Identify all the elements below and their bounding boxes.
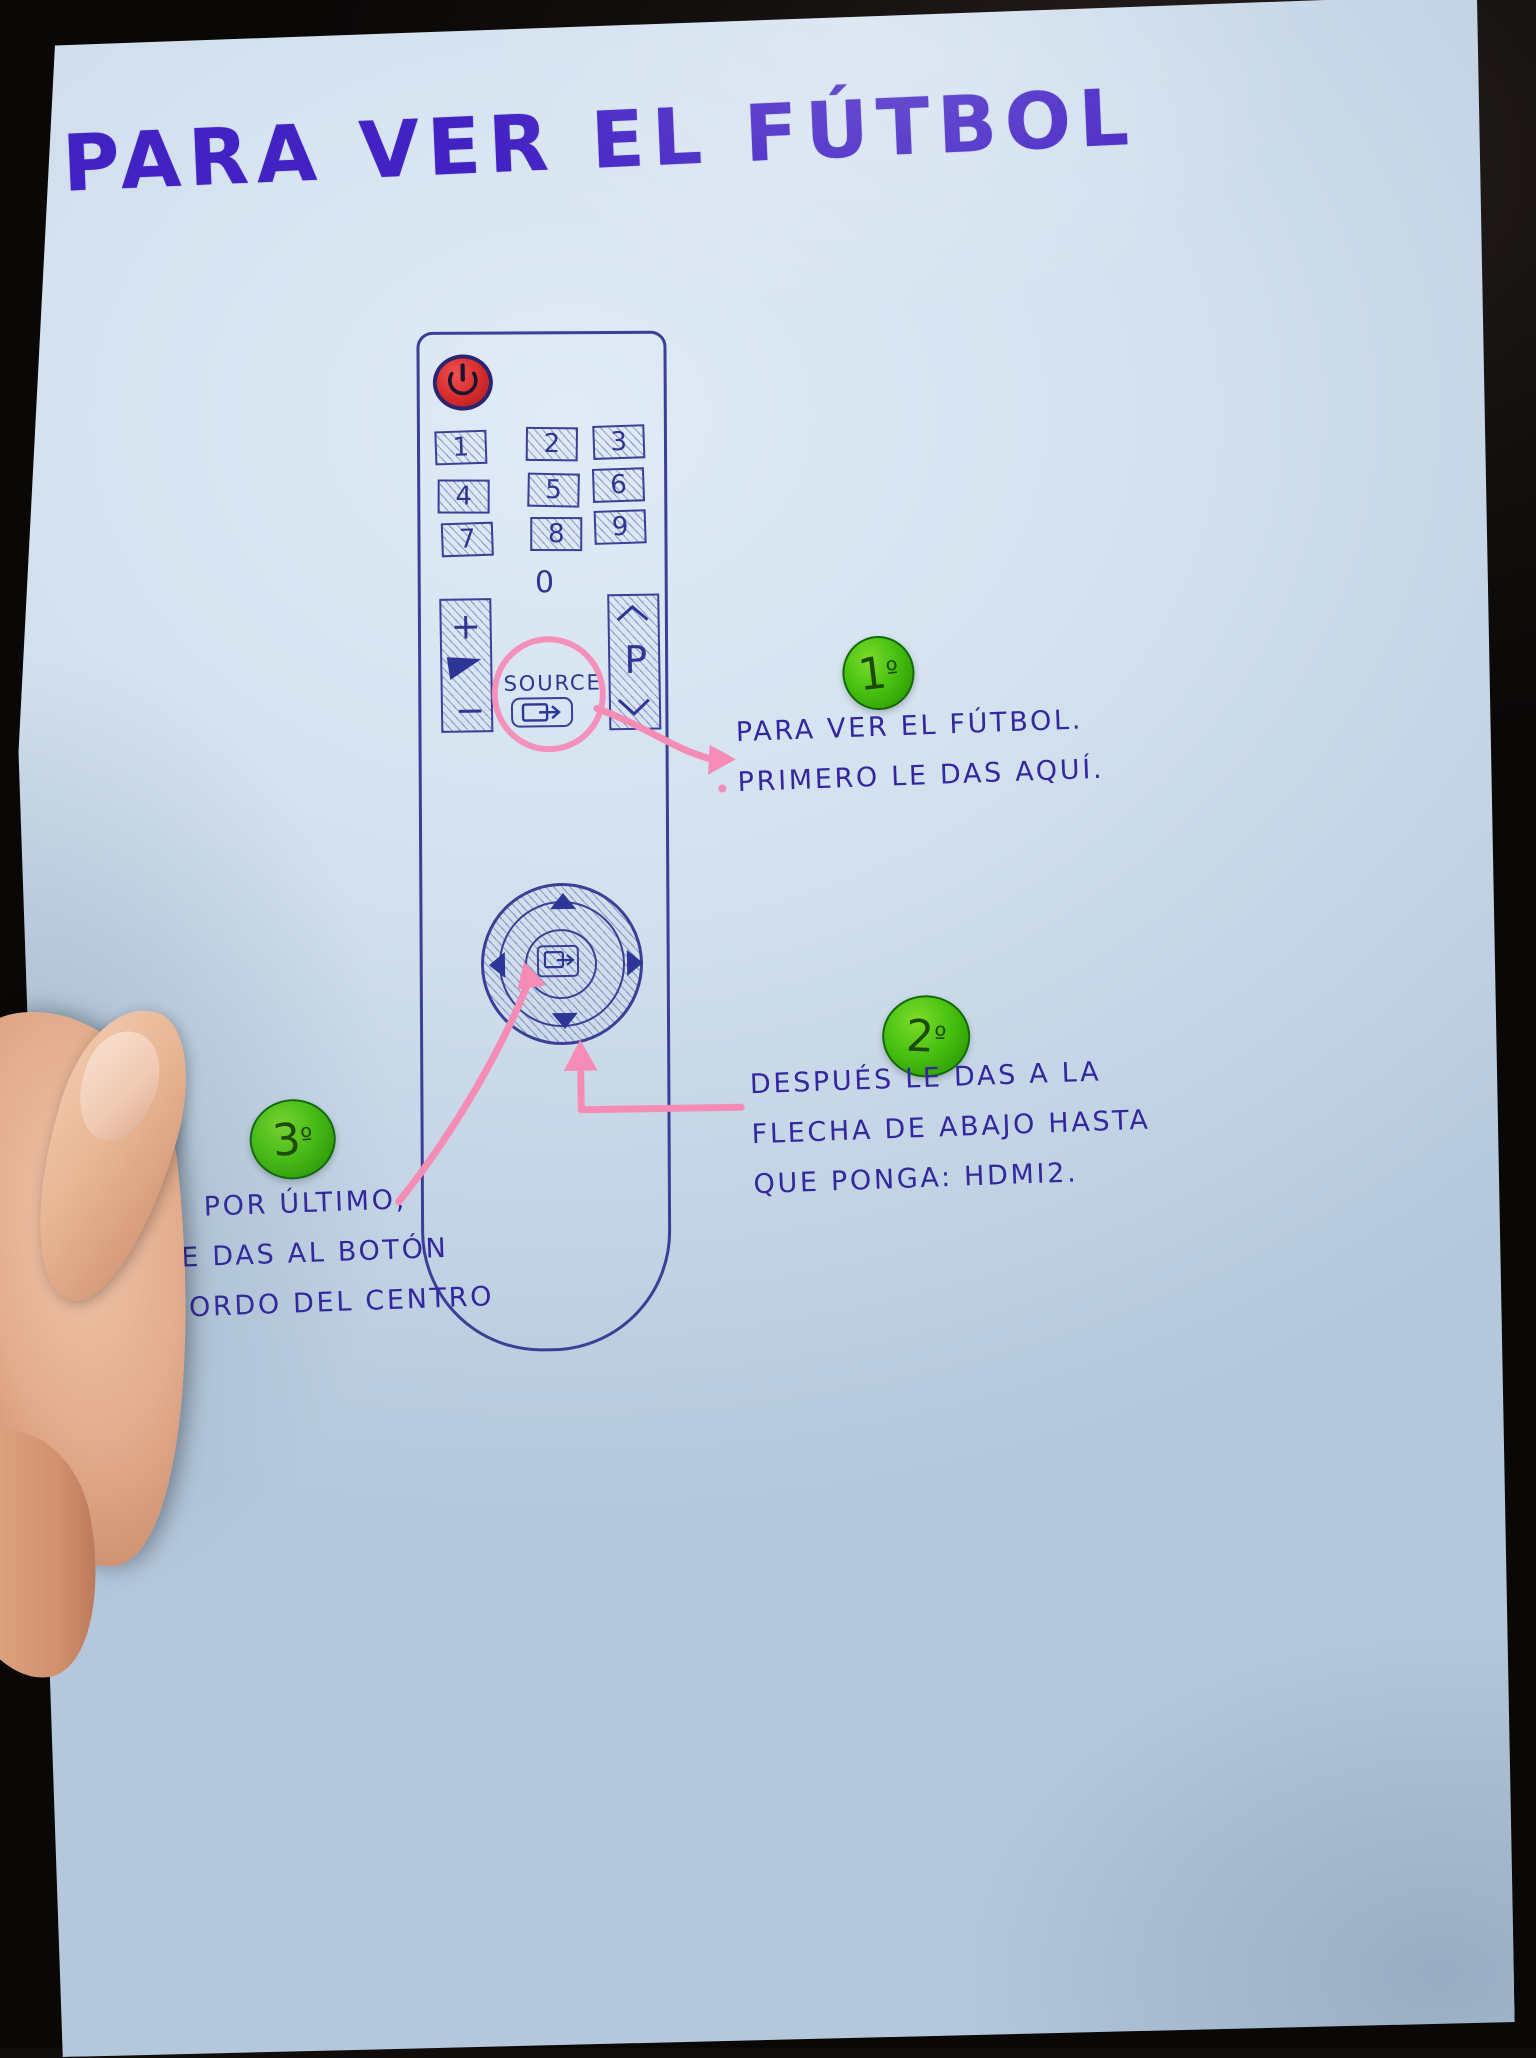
key-label: 5 [545,475,562,505]
chevron-up-icon[interactable] [615,604,649,623]
keypad-key-1[interactable]: 1 [434,430,487,466]
triangle-right-icon[interactable] [627,950,643,976]
keypad-key-5[interactable]: 5 [527,473,580,508]
keypad-key-8[interactable]: 8 [530,517,582,551]
step-3-line-3: GORDO DEL CENTRO [165,1272,495,1334]
keypad-key-9[interactable]: 9 [594,509,647,545]
sticker-ordinal: º [933,1022,946,1052]
step-2-note: DESPUÉS LE DAS A LA FLECHA DE ABAJO HAST… [749,1046,1153,1211]
power-icon [444,362,483,401]
volume-down-label[interactable]: − [455,690,487,731]
triangle-up-icon[interactable] [550,893,576,909]
step-3-note: POR ÚLTIMO, LE DAS AL BOTÓN GORDO DEL CE… [203,1172,495,1332]
keypad-key-0[interactable]: 0 [535,565,556,600]
keypad-key-2[interactable]: 2 [526,427,578,462]
keypad-key-3[interactable]: 3 [592,424,645,460]
page-title: PARA VER EL FÚTBOL [61,73,1139,210]
sticker-number: 1 [855,647,889,701]
key-label: 2 [543,429,560,459]
key-label: 4 [455,482,472,512]
program-letter: P [624,638,649,682]
triangle-left-icon[interactable] [489,952,505,978]
chevron-down-icon[interactable] [617,698,651,717]
step-1-note: PARA VER EL FÚTBOL. PRIMERO LE DAS AQUÍ. [735,695,1105,808]
enter-icon [543,949,575,973]
key-label: 8 [548,519,565,549]
sticker-ordinal: º [299,1123,314,1154]
triangle-down-icon[interactable] [552,1013,578,1029]
sticker-ordinal: º [884,656,900,687]
volume-up-label[interactable]: + [450,606,482,647]
key-label: 1 [452,432,470,463]
sticker-number: 3 [270,1113,302,1166]
keypad-key-7[interactable]: 7 [441,522,494,558]
key-label: 3 [610,427,628,458]
key-label: 7 [459,524,477,555]
key-label: 6 [610,470,628,501]
keypad-key-6[interactable]: 6 [592,467,645,503]
keypad-key-4[interactable]: 4 [438,479,490,513]
key-label: 9 [611,512,629,543]
